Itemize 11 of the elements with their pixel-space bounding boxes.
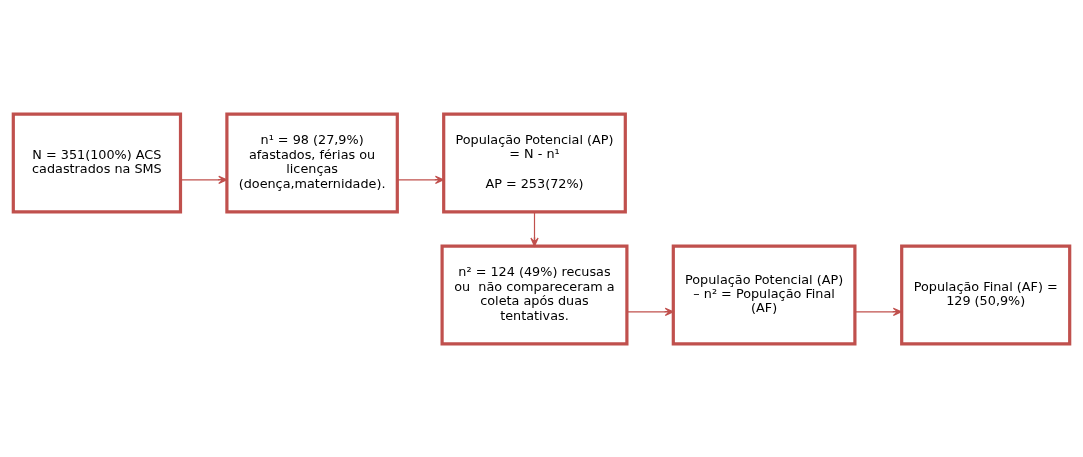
node-box: n¹ = 98 (27,9%) afastados, férias ou licenças (doença,maternidade). — [225, 112, 399, 213]
arrow — [530, 211, 539, 247]
node-box: População Final (AF) = 129 (50,9%) — [900, 244, 1072, 345]
node-box: N = 351(100%) ACS cadastrados na SMS — [11, 112, 183, 213]
arrow — [180, 175, 228, 184]
node-box: População Potencial (AP) – n² = População Final (AF) — [671, 244, 857, 345]
arrow — [854, 307, 902, 316]
node-box: n² = 124 (49%) recusas ou não compareceram a coleta após duas tentativas. — [440, 244, 629, 345]
arrow — [396, 175, 445, 184]
arrow — [626, 307, 674, 316]
node-box: População Potencial (AP) = N - n¹ AP = 253(72%) — [442, 112, 627, 213]
